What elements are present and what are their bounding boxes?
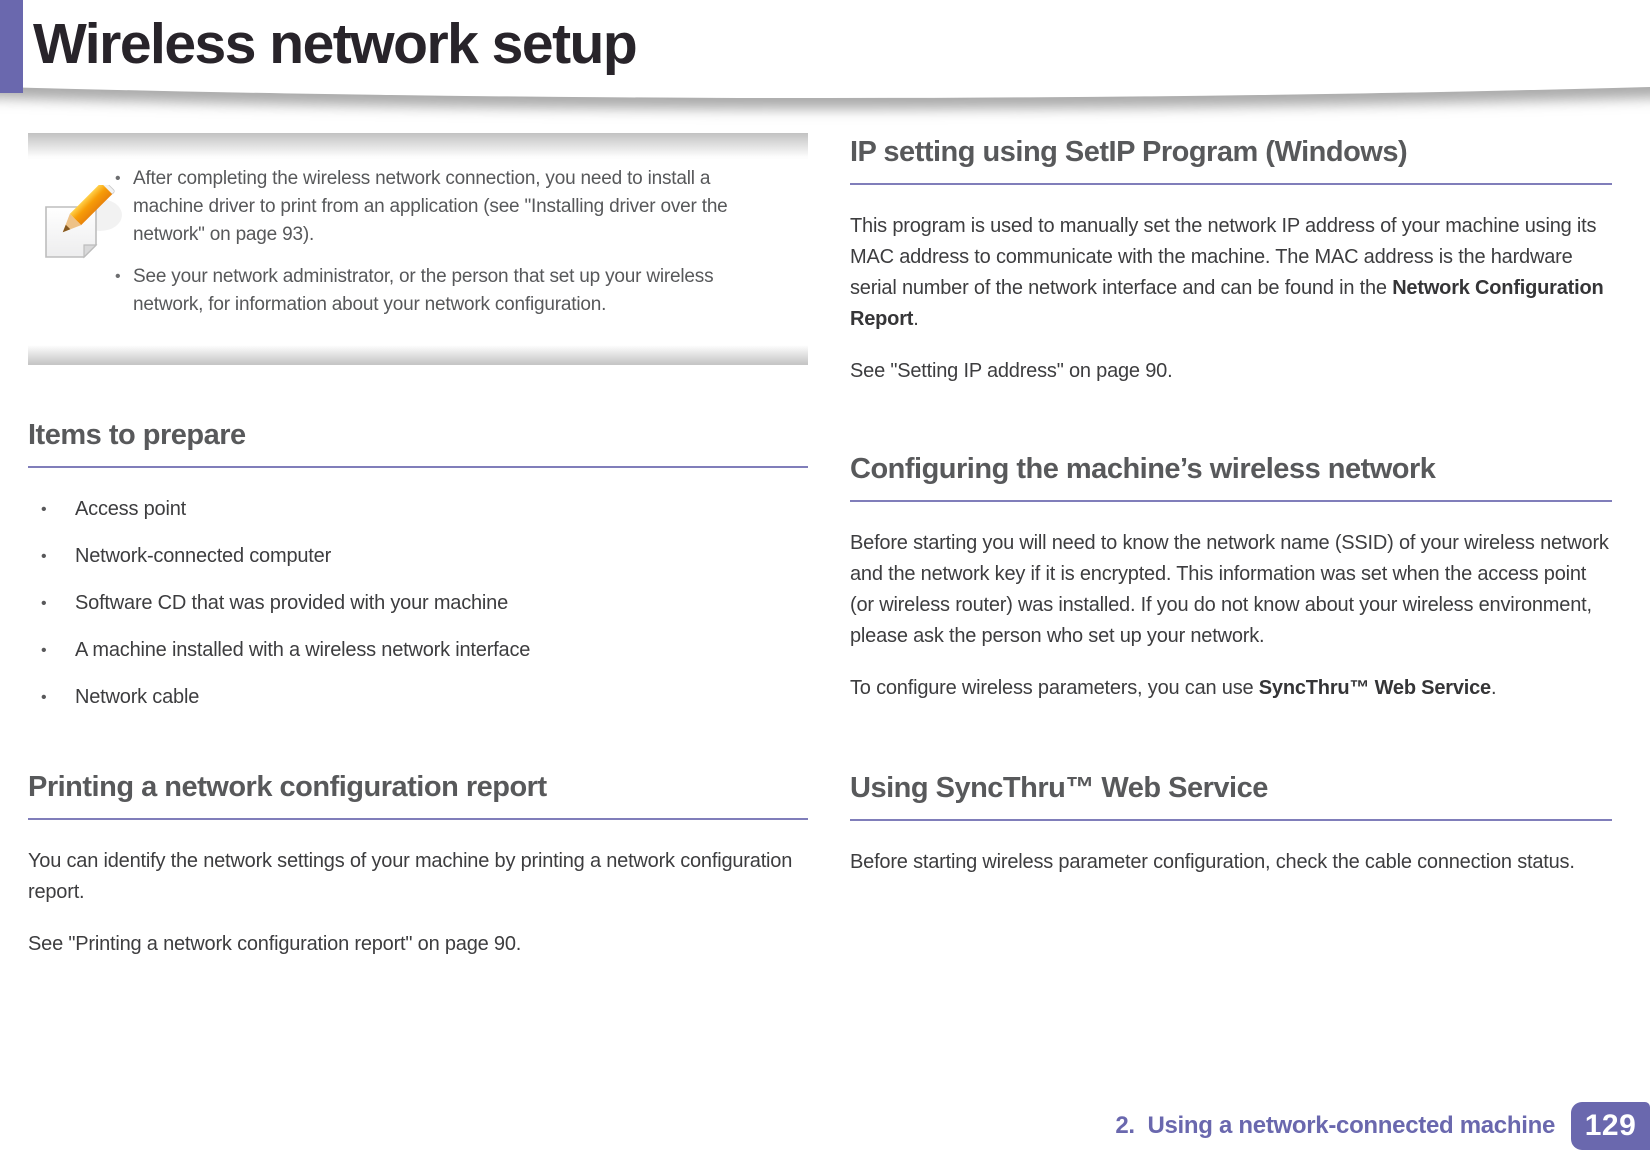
section-heading: Configuring the machine’s wireless netwo… [850,447,1612,502]
header-curve-shadow [0,0,1650,98]
page-footer: 2. Using a network-connected machine 129 [1115,1102,1650,1150]
paragraph: Before starting you will need to know th… [850,532,1609,647]
chapter-accent-bar [0,0,23,93]
page-number-badge: 129 [1571,1102,1650,1150]
section-heading: Printing a network configuration report [28,765,808,820]
section-printing-report: Printing a network configuration report … [28,765,808,960]
footer-chapter-label: 2. Using a network-connected machine [1115,1112,1555,1139]
section-using-syncthru: Using SyncThru™ Web Service Before start… [850,766,1612,878]
section-items-to-prepare: Items to prepare Access point Network-co… [28,413,808,713]
list-item: Network-connected computer [28,541,808,572]
section-configuring-wireless: Configuring the machine’s wireless netwo… [850,447,1612,704]
left-column: After completing the wireless network co… [28,133,808,960]
note-bottom-border [28,345,808,365]
paragraph: You can identify the network settings of… [28,850,793,903]
page-title: Wireless network setup [33,12,638,76]
paragraph: This program is used to manually set the… [850,215,1604,330]
note-item: See your network administrator, or the p… [113,263,761,319]
list-item: Access point [28,494,808,525]
note-top-border [28,133,808,159]
list-item: A machine installed with a wireless netw… [28,635,808,666]
paragraph: Before starting wireless parameter confi… [850,851,1575,873]
right-column: IP setting using SetIP Program (Windows)… [850,130,1612,878]
list-item: Software CD that was provided with your … [28,588,808,619]
items-list: Access point Network-connected computer … [28,494,808,713]
section-heading: Using SyncThru™ Web Service [850,766,1612,821]
section-heading: IP setting using SetIP Program (Windows) [850,130,1612,185]
note-box: After completing the wireless network co… [28,133,808,365]
section-heading: Items to prepare [28,413,808,468]
list-item: Network cable [28,682,808,713]
note-item-list: After completing the wireless network co… [113,165,761,319]
section-ip-setting: IP setting using SetIP Program (Windows)… [850,130,1612,387]
page-number: 129 [1584,1109,1637,1142]
paragraph: See "Setting IP address" on page 90. [850,360,1173,382]
paragraph: See "Printing a network configuration re… [28,933,522,955]
note-body: After completing the wireless network co… [28,159,808,345]
pencil-note-icon [38,180,142,281]
note-item: After completing the wireless network co… [113,165,761,249]
paragraph: To configure wireless parameters, you ca… [850,677,1497,699]
